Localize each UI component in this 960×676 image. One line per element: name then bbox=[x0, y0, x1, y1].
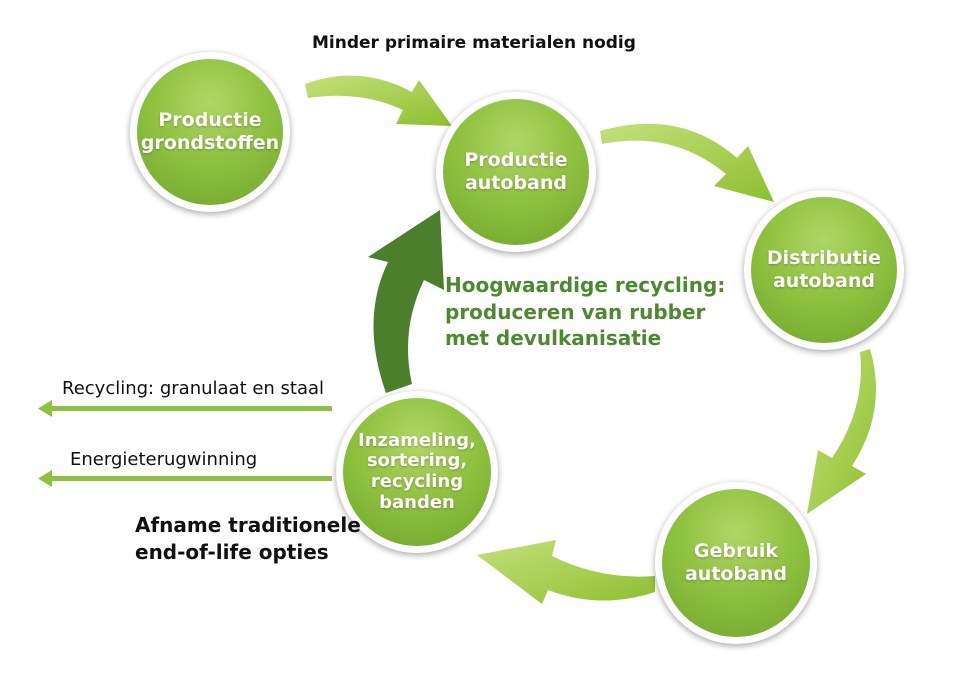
node-productie-autoband-label: Productie autoband bbox=[464, 149, 568, 194]
node-distributie-autoband-disc: Distributie autoband bbox=[751, 197, 897, 343]
node-inzameling-label: Inzameling, sortering, recycling banden bbox=[358, 429, 476, 513]
node-productie-grondstoffen-label: Productie grondstoffen bbox=[140, 109, 280, 154]
node-distributie-autoband-label: Distributie autoband bbox=[766, 247, 882, 292]
label-hoogwaardige-recycling: Hoogwaardige recycling: produceren van r… bbox=[445, 273, 726, 351]
node-gebruik-autoband: Gebruik autoband bbox=[655, 482, 817, 644]
label-recycling-granulaat-staal: Recycling: granulaat en staal bbox=[62, 378, 325, 399]
node-gebruik-autoband-label: Gebruik autoband bbox=[684, 540, 788, 585]
label-minder-primaire-materialen: Minder primaire materialen nodig bbox=[312, 33, 636, 53]
node-distributie-autoband: Distributie autoband bbox=[744, 190, 904, 350]
label-afname-traditionele-opties: Afname traditionele end-of-life opties bbox=[135, 513, 361, 564]
node-inzameling-disc: Inzameling, sortering, recycling banden bbox=[343, 398, 491, 546]
arrow-grondstoffen-to-productie bbox=[305, 75, 452, 126]
node-productie-autoband-disc: Productie autoband bbox=[443, 99, 589, 245]
arrow-productie-to-distributie bbox=[600, 123, 774, 202]
arrow-inzameling-to-productie bbox=[368, 210, 444, 393]
node-gebruik-autoband-disc: Gebruik autoband bbox=[662, 489, 810, 637]
node-inzameling: Inzameling, sortering, recycling banden bbox=[336, 391, 498, 553]
node-productie-grondstoffen-disc: Productie grondstoffen bbox=[137, 59, 283, 205]
arrow-recycling-granulaat-out bbox=[38, 400, 332, 417]
arrow-gebruik-to-inzameling bbox=[477, 540, 655, 604]
node-productie-autoband: Productie autoband bbox=[436, 92, 596, 252]
label-energieterugwinning: Energieterugwinning bbox=[70, 449, 258, 470]
node-productie-grondstoffen: Productie grondstoffen bbox=[130, 52, 290, 212]
arrow-energie-out bbox=[38, 470, 332, 487]
arrow-distributie-to-gebruik bbox=[807, 349, 876, 514]
